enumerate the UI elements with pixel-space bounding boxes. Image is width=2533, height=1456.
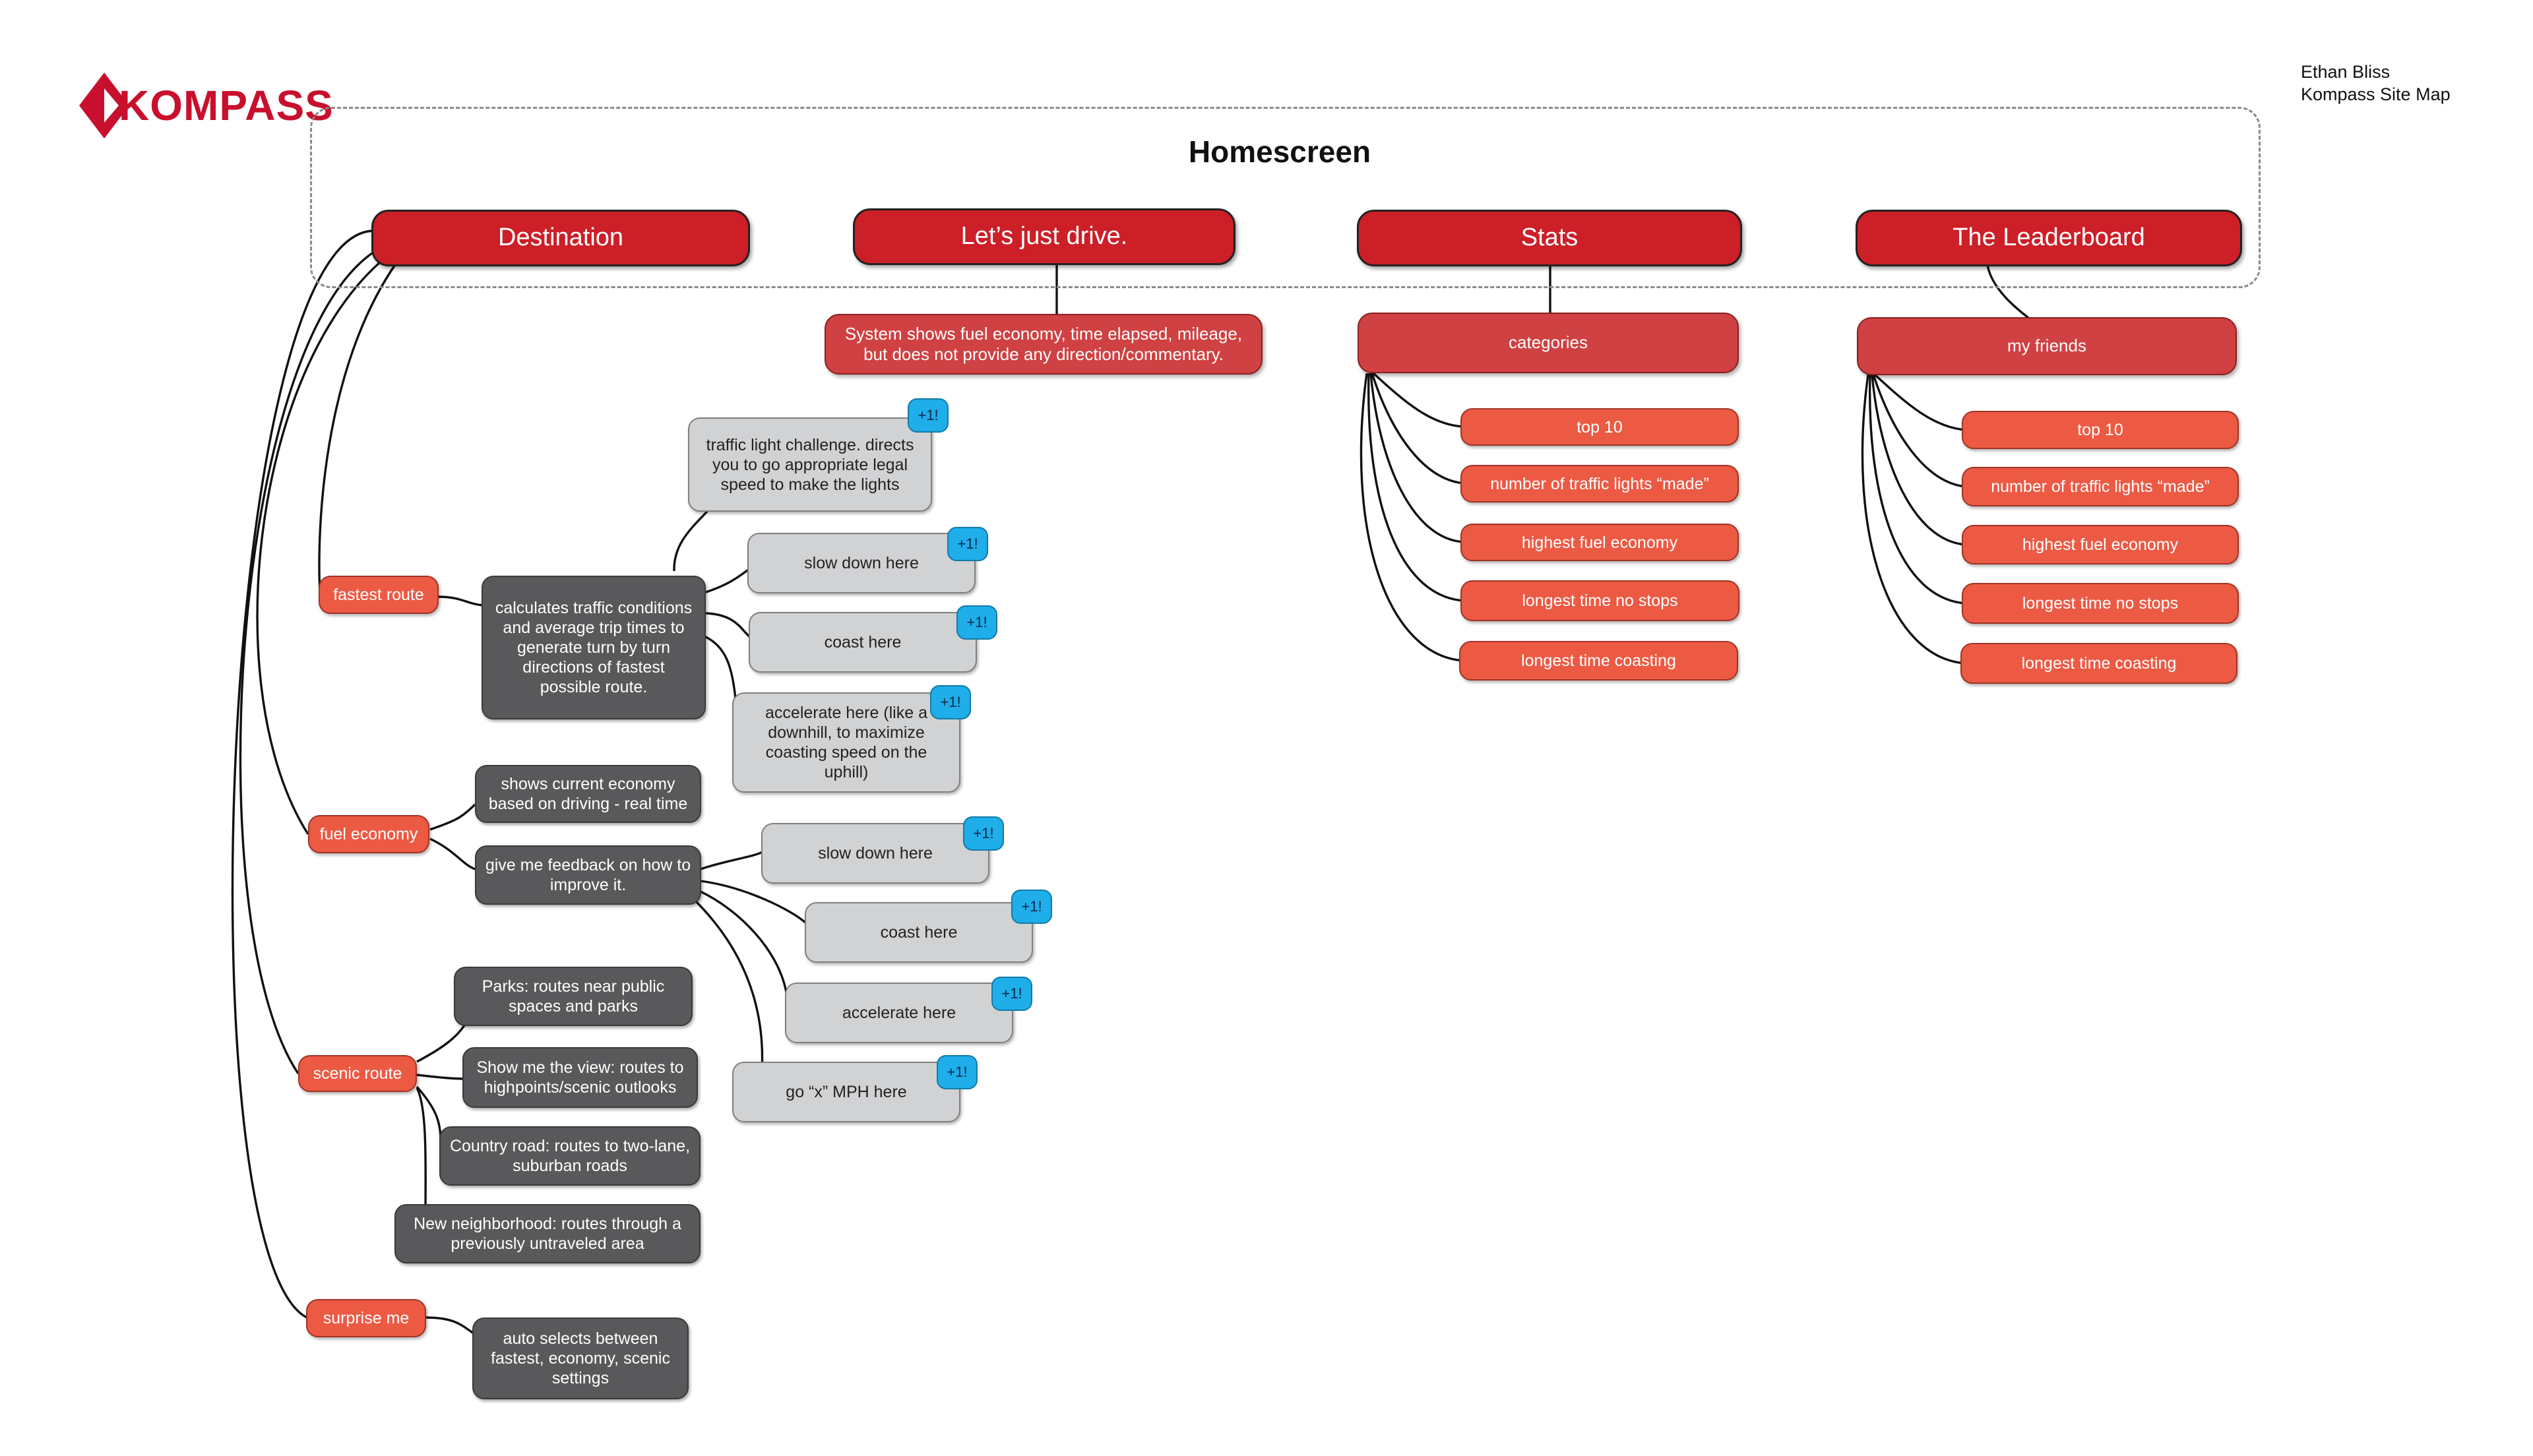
scenic-option-view: Show me the view: routes to highpoints/s… xyxy=(462,1047,698,1108)
link-leaderboard-coasting xyxy=(1861,374,1966,665)
tip-badge: +1! xyxy=(930,685,971,719)
drive-description: System shows fuel economy, time elapsed,… xyxy=(825,314,1263,375)
tip-slow-down: slow down here xyxy=(747,533,976,593)
link-feedback-accelerate xyxy=(700,890,788,993)
link-destination-scenic-route xyxy=(239,249,377,1074)
link-fuel-current xyxy=(429,803,476,831)
scenic-option-new-neighborhood: New neighborhood: routes through a previ… xyxy=(394,1204,701,1263)
document-credit: Ethan Bliss Kompass Site Map xyxy=(2301,61,2451,106)
link-fastest-slow-down xyxy=(705,566,753,593)
stats-item-coasting[interactable]: longest time coasting xyxy=(1459,641,1738,681)
link-leaderboard-top10 xyxy=(1873,373,1966,431)
tip-badge: +1! xyxy=(991,977,1032,1011)
tip-badge: +1! xyxy=(963,816,1004,851)
destination-surprise-me[interactable]: surprise me xyxy=(306,1299,426,1337)
link-destination-fuel-economy xyxy=(256,256,387,835)
link-stats-top10 xyxy=(1372,372,1465,428)
author-name: Ethan Bliss xyxy=(2301,62,2391,82)
fuel-tip-mph: go “x” MPH here xyxy=(732,1062,960,1122)
link-destination-fastest-route xyxy=(318,263,397,594)
homescreen-frame xyxy=(310,107,2261,288)
stats-item-no-stops[interactable]: longest time no stops xyxy=(1460,580,1739,621)
tip-traffic-light-challenge: traffic light challenge. directs you to … xyxy=(688,417,932,512)
compass-diamond-icon xyxy=(79,73,129,138)
link-stats-coasting xyxy=(1360,373,1465,662)
link-feedback-mph xyxy=(691,897,764,1072)
leaderboard-item-coasting[interactable]: longest time coasting xyxy=(1960,643,2237,684)
fastest-route-description: calculates traffic conditions and averag… xyxy=(482,576,706,719)
tip-coast: coast here xyxy=(749,612,977,673)
section-lets-just-drive[interactable]: Let’s just drive. xyxy=(853,208,1235,265)
section-leaderboard[interactable]: The Leaderboard xyxy=(1856,210,2242,266)
tip-badge: +1! xyxy=(956,605,997,640)
stats-categories[interactable]: categories xyxy=(1358,313,1739,373)
link-fastest-route-description xyxy=(437,595,484,607)
fuel-feedback: give me feedback on how to improve it. xyxy=(475,845,701,905)
leaderboard-my-friends[interactable]: my friends xyxy=(1857,317,2237,375)
link-surprise-description xyxy=(425,1316,474,1335)
surprise-me-description: auto selects between fastest, economy, s… xyxy=(472,1318,689,1399)
link-leaderboard-traffic-lights xyxy=(1872,374,1966,488)
section-destination[interactable]: Destination xyxy=(371,210,750,266)
destination-fastest-route[interactable]: fastest route xyxy=(319,576,439,614)
tip-badge: +1! xyxy=(1011,890,1052,924)
link-fastest-accelerate xyxy=(704,635,737,700)
link-fuel-feedback xyxy=(429,837,476,870)
stats-item-fuel-economy[interactable]: highest fuel economy xyxy=(1460,524,1739,561)
link-scenic-view xyxy=(416,1074,466,1080)
homescreen-title: Homescreen xyxy=(1188,135,1371,169)
section-stats[interactable]: Stats xyxy=(1357,210,1742,266)
destination-fuel-economy[interactable]: fuel economy xyxy=(308,815,429,853)
tip-badge: +1! xyxy=(908,398,949,433)
fuel-current-economy: shows current economy based on driving -… xyxy=(475,765,701,823)
leaderboard-item-fuel-economy[interactable]: highest fuel economy xyxy=(1962,525,2239,564)
link-stats-fuel-economy xyxy=(1369,373,1465,543)
logo-wordmark: KOMPASS xyxy=(119,82,334,129)
tip-badge: +1! xyxy=(947,527,988,561)
leaderboard-item-top-10[interactable]: top 10 xyxy=(1962,411,2239,449)
link-fastest-coast xyxy=(705,612,753,640)
tip-badge: +1! xyxy=(937,1055,978,1089)
tip-accelerate: accelerate here (like a downhill, to max… xyxy=(732,692,960,793)
document-title: Kompass Site Map xyxy=(2301,84,2451,104)
link-leaderboard-friends xyxy=(1986,264,2030,319)
scenic-option-country-road: Country road: routes to two-lane, suburb… xyxy=(439,1126,701,1186)
link-stats-no-stops xyxy=(1367,373,1465,602)
fuel-tip-coast: coast here xyxy=(805,902,1033,963)
scenic-option-parks: Parks: routes near public spaces and par… xyxy=(454,967,693,1026)
kompass-logo: KOMPASS xyxy=(78,71,333,140)
destination-scenic-route[interactable]: scenic route xyxy=(298,1055,417,1092)
link-scenic-neighborhood xyxy=(416,1087,427,1214)
link-stats-traffic-lights xyxy=(1371,373,1465,485)
link-feedback-coast xyxy=(700,880,807,925)
stats-item-top-10[interactable]: top 10 xyxy=(1460,408,1739,446)
link-destination-surprise-me xyxy=(231,229,373,1319)
link-leaderboard-no-stops xyxy=(1868,374,1966,605)
link-feedback-slow-down xyxy=(700,851,763,870)
leaderboard-item-traffic-lights[interactable]: number of traffic lights “made” xyxy=(1962,467,2239,506)
link-leaderboard-fuel-economy xyxy=(1871,374,1966,546)
stats-item-traffic-lights[interactable]: number of traffic lights “made” xyxy=(1460,465,1739,502)
fuel-tip-slow-down: slow down here xyxy=(761,823,989,884)
fuel-tip-accelerate: accelerate here xyxy=(785,983,1013,1043)
leaderboard-item-no-stops[interactable]: longest time no stops xyxy=(1962,583,2239,624)
